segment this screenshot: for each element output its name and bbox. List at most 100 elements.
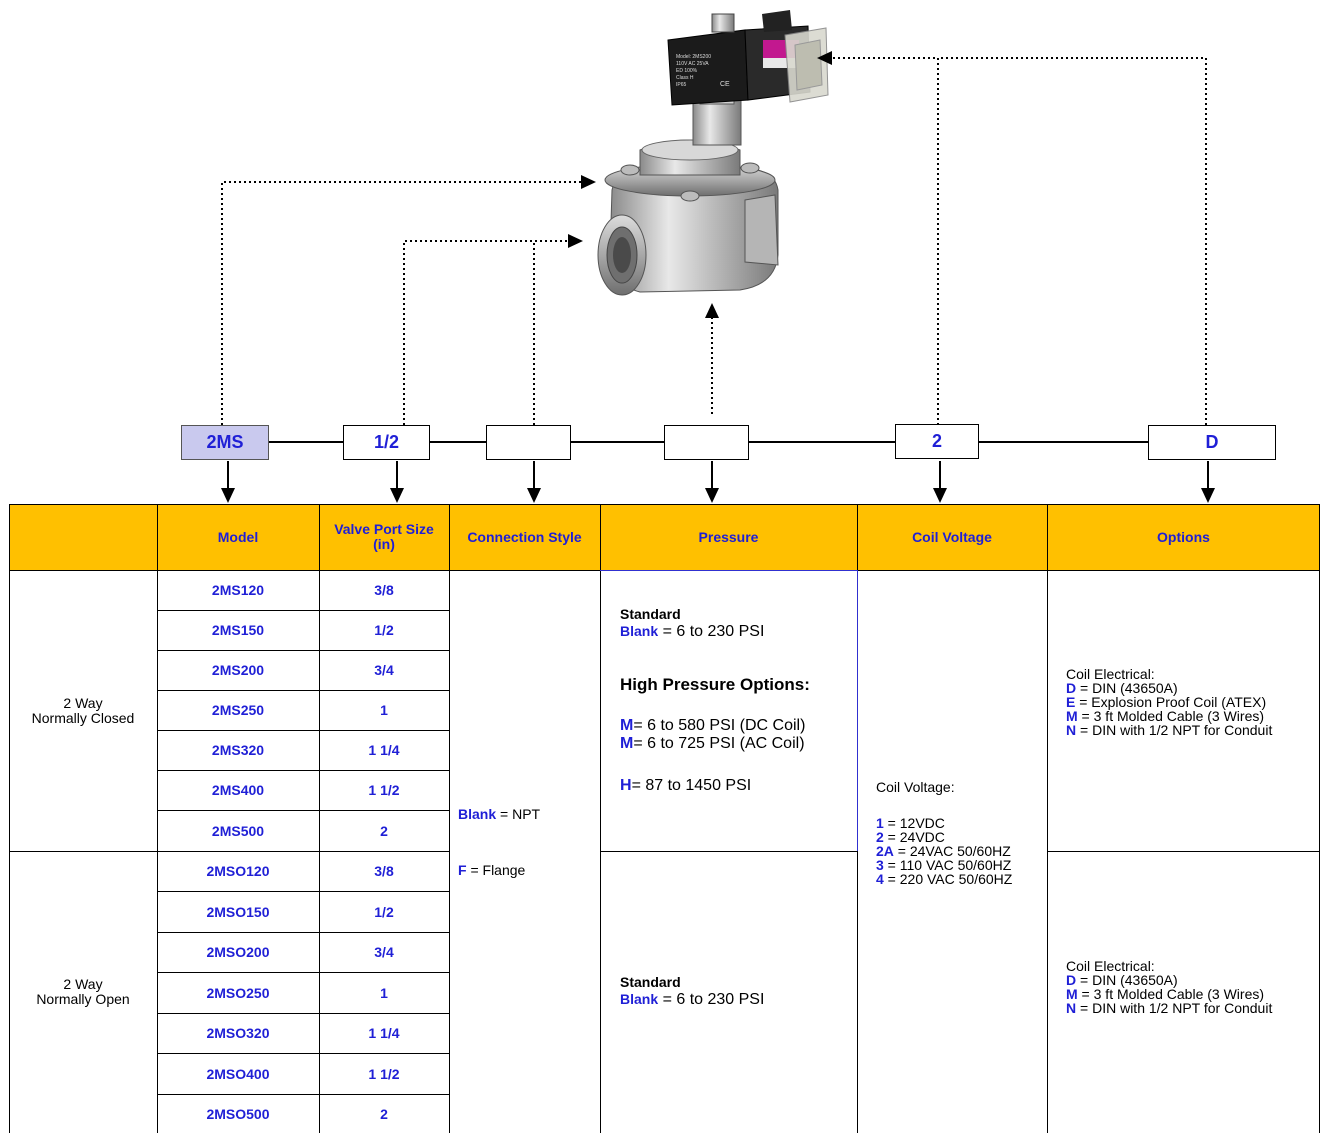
table-row-size: 1/2 [374,903,394,920]
voltage-text: = 24VAC 50/60HZ [893,843,1011,859]
table-row-size: 1 [380,984,388,1001]
voltage-list: Coil Voltage: 1 = 12VDC 2 = 24VDC 2A = 2… [876,779,1051,887]
arrowheads [568,51,832,318]
voltage-text: = 110 VAC 50/60HZ [883,857,1012,873]
header-port-size: Valve Port Size (in) [319,504,449,570]
options-text: = 3 ft Molded Cable (3 Wires) [1077,708,1265,724]
group-label-normally-open: 2 Way Normally Open [9,851,157,1133]
connection-flange-text: = Flange [466,862,526,878]
pressure-nc-blank-code: Blank [620,623,659,639]
dotted-leader-lines [221,57,1207,425]
arrow-coil [817,51,832,65]
connection-flange-code: F [458,862,467,878]
coil-label-line1: Model: 2MS200 [676,54,711,60]
table-row-model: 2MSO320 [206,1025,270,1041]
coil-label-line2: 110V AC 25VA [676,61,709,67]
options-no-title: Coil Electrical: [1066,958,1155,974]
coil-label-line5: IP65 [676,82,687,88]
coil-label-line4: Class H [676,75,694,81]
coil-label-line3: ED 100% [676,68,698,74]
header-pressure: Pressure [600,504,857,570]
table-row-size: 3/8 [374,582,394,598]
pressure-nc-h-code: H [620,777,632,794]
options-text: = DIN with 1/2 NPT for Conduit [1076,722,1273,738]
connection-npt: Blank = NPT [458,807,598,822]
header-connection: Connection Style [449,504,600,570]
table-row-model: 2MS250 [211,702,265,718]
down-arrow-stems [227,461,1209,490]
table-row-model: 2MSO200 [206,944,270,960]
options-text: = DIN (43650A) [1076,680,1178,696]
pressure-no: Standard Blank = 6 to 230 PSI [620,975,860,1009]
voltage-text: = 220 VAC 50/60HZ [883,871,1013,887]
voltage-text: = 12VDC [883,815,945,831]
pressure-nc-m-dc-code: M [620,717,634,734]
connection-flange: F = Flange [458,863,598,878]
table-row-size: 3/4 [374,662,394,678]
pressure-nc: Standard Blank = 6 to 230 PSI High Press… [620,607,860,795]
table-row-size: 1 1/4 [368,742,400,758]
table-row-size: 3/4 [374,944,394,960]
options-nc-title: Coil Electrical: [1066,666,1155,682]
pressure-nc-m-ac-code: M [620,735,634,752]
options-text: = DIN with 1/2 NPT for Conduit [1076,1000,1273,1016]
table-row-model: 2MS120 [211,582,265,598]
options-nc: Coil Electrical: D = DIN (43650A) E = Ex… [1066,667,1316,737]
voltage-code: 3 [876,857,884,873]
arrow-port [568,234,583,248]
table-row-size: 1 1/4 [368,1025,400,1041]
options-code: N [1066,722,1077,738]
options-code: M [1066,708,1078,724]
solenoid-valve-image: Model: 2MS200 110V AC 25VA ED 100% Class… [597,10,829,296]
pressure-no-standard-title: Standard [620,974,681,990]
table-row-size: 1 [380,702,388,718]
connection-code-box [486,425,571,460]
voltage-title: Coil Voltage: [876,779,955,795]
arrow-model [581,175,596,189]
connection-npt-text: = NPT [496,806,541,822]
down-arrowheads [221,488,1215,503]
model-code-box: 2MS [181,425,269,460]
table-row-model: 2MS150 [211,622,265,638]
pressure-nc-blank-text: = 6 to 230 PSI [658,623,765,640]
group-label-normally-closed: 2 Way Normally Closed [9,570,157,851]
table-row-model: 2MS320 [211,742,265,758]
table-row-size: 2 [380,1105,388,1122]
ordering-table: Model Valve Port Size (in) Connection St… [9,504,1320,1133]
table-row-model: 2MS400 [211,782,265,798]
table-row-size: 1 1/2 [368,1065,400,1082]
group-no-line1: 2 Way [63,976,103,992]
voltage-text: = 24VDC [883,829,945,845]
options-code-box: D [1148,425,1276,460]
connection-npt-code: Blank [458,806,497,822]
voltage-code: 1 [876,815,884,831]
options-no: Coil Electrical: D = DIN (43650A) M = 3 … [1066,959,1316,1015]
pressure-no-blank-code: Blank [620,991,659,1007]
pressure-nc-high-title: High Pressure Options: [620,675,810,694]
options-code: E [1066,694,1076,710]
voltage-code-box: 2 [895,424,979,459]
pressure-nc-h-text: = 87 to 1450 PSI [631,777,752,794]
table-row-model: 2MS500 [211,822,265,839]
header-options: Options [1047,504,1320,570]
table-row-model: 2MSO400 [206,1065,270,1082]
table-row-model: 2MSO250 [206,984,270,1001]
options-code: M [1066,986,1078,1002]
header-model: Model [157,504,319,570]
options-code: N [1066,1000,1077,1016]
table-row-size: 3/8 [374,863,394,879]
table-row-model: 2MSO500 [206,1105,270,1122]
options-text: = DIN (43650A) [1076,972,1178,988]
table-row-model: 2MSO150 [206,903,270,920]
table-row-model: 2MS200 [211,662,265,678]
group-nc-line1: 2 Way [63,694,103,711]
voltage-code: 2A [876,843,894,859]
group-no-line2: Normally Open [36,991,130,1007]
port-code-box: 1/2 [343,425,430,460]
pressure-code-box [664,425,749,460]
table-row-size: 1/2 [374,622,394,638]
table-row-size: 2 [380,822,388,839]
pressure-nc-m-ac-text: = 6 to 725 PSI (AC Coil) [633,735,805,752]
table-row-model: 2MSO120 [206,863,270,879]
table-row-size: 1 1/2 [368,782,400,798]
